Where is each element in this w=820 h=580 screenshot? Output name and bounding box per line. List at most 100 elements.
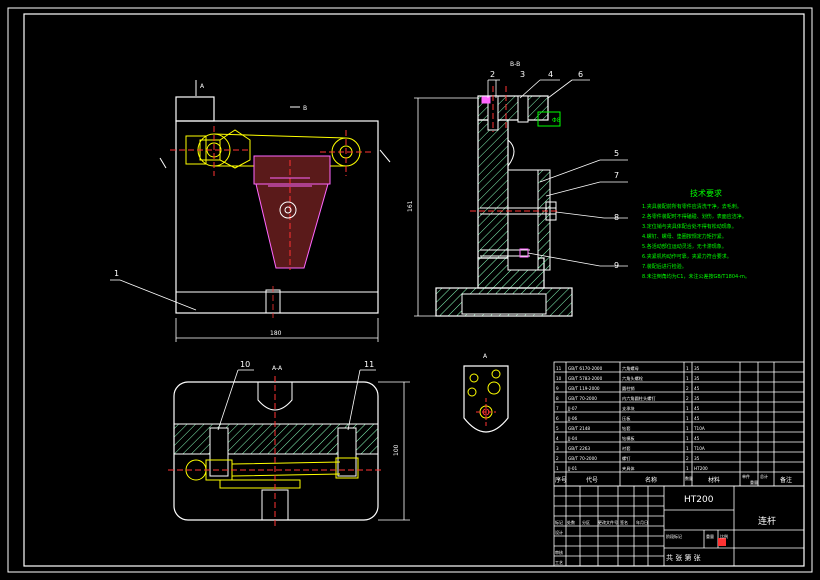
svg-text:35: 35: [694, 376, 700, 381]
svg-text:GB/T 2263: GB/T 2263: [568, 446, 590, 451]
svg-text:2: 2: [686, 456, 689, 461]
balloon-4: 4: [548, 70, 553, 79]
svg-text:钻模板: 钻模板: [622, 435, 635, 442]
tech-req-line: 1.夹具装配前所有零件应清洗干净，去毛刺。: [642, 203, 742, 210]
bom-header-cell: 单件: [742, 473, 750, 479]
bom-header-cell: 数量: [685, 475, 693, 481]
technical-requirements: 技术要求 1.夹具装配前所有零件应清洗干净，去毛刺。 2.各零件装配时不得磕碰、…: [642, 188, 750, 280]
balloon-10: 10: [240, 360, 250, 369]
side-column: [477, 119, 509, 259]
svg-text:1: 1: [686, 366, 689, 371]
svg-text:六角头螺栓: 六角头螺栓: [622, 375, 644, 382]
svg-text:内六角圆柱头螺钉: 内六角圆柱头螺钉: [622, 395, 656, 402]
title-block: [553, 485, 805, 567]
bom-table: [553, 361, 805, 487]
svg-text:GB/T 119-2000: GB/T 119-2000: [568, 386, 600, 391]
svg-text:螺钉: 螺钉: [622, 455, 631, 462]
bottom-view: A-A 100 10 11: [168, 360, 410, 526]
top-marker-b: B: [303, 105, 307, 112]
svg-text:45: 45: [694, 406, 700, 411]
balloon-9: 9: [614, 261, 619, 270]
drawing-border: [7, 7, 813, 573]
svg-text:T10A: T10A: [693, 426, 705, 431]
balloon-3: 3: [520, 70, 525, 79]
svg-text:HT200: HT200: [694, 466, 708, 471]
svg-text:衬套: 衬套: [622, 445, 631, 452]
bom-header-cell: 名称: [645, 476, 657, 484]
svg-text:45: 45: [694, 386, 700, 391]
balloon-8: 8: [614, 213, 619, 222]
bottom-height-label: 100: [393, 444, 400, 456]
tech-req-line: 7.装配后进行检验。: [642, 263, 687, 270]
front-width-label: 180: [270, 330, 282, 337]
side-marker-b: B-B: [510, 61, 520, 68]
svg-text:JJ-04: JJ-04: [567, 436, 577, 441]
title-col: 处数: [567, 519, 575, 525]
svg-text:35: 35: [694, 396, 700, 401]
bom-header-cell: 序号: [555, 476, 567, 484]
workpiece: [253, 155, 331, 270]
detail-view: A: [463, 353, 509, 433]
svg-text:T10A: T10A: [693, 446, 705, 451]
tech-req-line: 8.未注倒角均为C1，未注公差按GB/T1804-m。: [642, 273, 750, 280]
title-col: 分区: [582, 519, 590, 525]
title-row-label: 标记: [555, 519, 563, 525]
tech-req-line: 6.夹紧机构动作可靠，夹紧力符合要求。: [642, 253, 732, 260]
tech-req-line: 5.各活动部位运动灵活，无卡滞现象。: [642, 243, 727, 250]
svg-text:9: 9: [556, 386, 559, 391]
title-row-label: 工艺: [555, 560, 563, 565]
svg-text:JJ-07: JJ-07: [567, 406, 577, 411]
title-stage-label: 重量: [706, 533, 714, 539]
title-row-label: 审核: [555, 549, 563, 555]
bom-header: 序号 代号 名称 数量 材料 单件 总计 备注 重量: [555, 473, 792, 485]
svg-text:夹具体: 夹具体: [622, 465, 635, 472]
title-col: 更改文件号: [598, 519, 618, 525]
front-arrow-a: A: [200, 83, 205, 90]
title-stage-label: 阶段标记: [666, 533, 682, 539]
svg-text:JJ-06: JJ-06: [567, 416, 577, 421]
svg-text:支承块: 支承块: [622, 405, 635, 412]
svg-text:1: 1: [686, 446, 689, 451]
svg-text:1: 1: [686, 426, 689, 431]
svg-text:1: 1: [556, 466, 559, 471]
svg-text:3: 3: [556, 446, 559, 451]
svg-text:35: 35: [694, 366, 700, 371]
balloon-7: 7: [614, 171, 619, 180]
svg-text:45: 45: [694, 436, 700, 441]
svg-text:4: 4: [556, 436, 559, 441]
detail-marker: A: [483, 353, 488, 360]
section-marker: A-A: [272, 365, 283, 372]
title-stage-label: 比例: [720, 533, 728, 539]
svg-text:钻套: 钻套: [622, 425, 631, 432]
svg-text:1: 1: [686, 436, 689, 441]
side-section-view: 161 B-B Φ8 2 3 4 6 5 7 8 9: [407, 61, 628, 317]
bom-row: 3 GB/T 2263 衬套 1 T10A: [556, 445, 705, 452]
balloon-5: 5: [614, 149, 619, 158]
tech-req-line: 2.各零件装配时不得磕碰、划伤，表面应洁净。: [642, 213, 747, 220]
svg-text:JJ-01: JJ-01: [567, 466, 577, 471]
svg-text:1: 1: [686, 416, 689, 421]
svg-text:压板: 压板: [622, 415, 631, 422]
svg-text:六角螺母: 六角螺母: [622, 365, 639, 372]
title-row-label: 设计: [555, 529, 563, 535]
bom-header-cell: 备注: [780, 476, 792, 484]
front-view: A B 180 1: [110, 80, 391, 342]
svg-text:1: 1: [686, 376, 689, 381]
svg-text:2: 2: [686, 386, 689, 391]
bom-row: 1 JJ-01 夹具体 1 HT200: [556, 465, 708, 472]
svg-text:11: 11: [556, 366, 562, 371]
svg-text:10: 10: [556, 376, 562, 381]
svg-text:6: 6: [556, 416, 559, 421]
svg-text:1: 1: [686, 466, 689, 471]
drawing-inner-frame: [23, 13, 805, 567]
svg-text:2: 2: [686, 396, 689, 401]
bom-mass-header: 重量: [750, 479, 758, 485]
